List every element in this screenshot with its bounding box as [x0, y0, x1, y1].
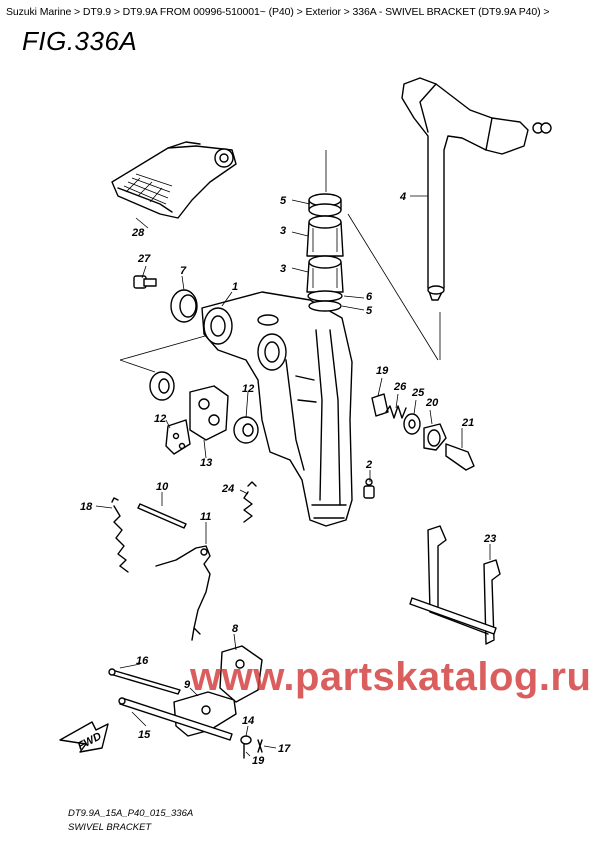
- callout-12-left[interactable]: 12: [154, 413, 166, 425]
- callout-8[interactable]: 8: [232, 623, 239, 635]
- callout-22[interactable]: 21: [461, 417, 474, 429]
- part-2-grease-nipple[interactable]: [363, 478, 375, 499]
- part-3-bushing-lower[interactable]: [306, 255, 344, 293]
- breadcrumb-link-4[interactable]: 336A - SWIVEL BRACKET (DT9.9A P40): [352, 6, 541, 18]
- callout-2[interactable]: 2: [365, 459, 372, 471]
- part-3-bushing-upper[interactable]: [306, 215, 344, 257]
- breadcrumb-link-0[interactable]: Suzuki Marine: [6, 6, 72, 18]
- callout-5-lower[interactable]: 5: [366, 305, 373, 317]
- callout-24[interactable]: 26: [393, 381, 407, 393]
- callout-25[interactable]: 23: [483, 533, 496, 545]
- callout-21[interactable]: 20: [425, 397, 439, 409]
- callout-14[interactable]: 14: [242, 715, 254, 727]
- breadcrumb-link-1[interactable]: DT9.9: [82, 6, 111, 18]
- callout-27[interactable]: 24: [221, 483, 234, 495]
- callout-5-upper[interactable]: 5: [280, 195, 287, 207]
- callout-7[interactable]: 7: [180, 265, 187, 277]
- part-20-plate[interactable]: [371, 393, 389, 417]
- callout-3-lower[interactable]: 3: [280, 263, 286, 275]
- part-1-swivel-bracket[interactable]: [201, 291, 353, 527]
- breadcrumb-separator: >: [340, 6, 353, 18]
- breadcrumb-separator: >: [293, 6, 306, 18]
- part-23-washer[interactable]: [403, 413, 421, 435]
- callout-9[interactable]: 9: [184, 679, 191, 691]
- fwd-arrow-icon: FWD: [59, 721, 109, 753]
- part-8-bracket[interactable]: [219, 645, 263, 703]
- diagram-code: DT9.9A_15A_P40_015_336A: [68, 808, 194, 819]
- breadcrumb-separator: >: [71, 6, 83, 18]
- watermark: www.partskatalog.ru: [190, 655, 592, 699]
- part-22-bolt[interactable]: [445, 443, 475, 471]
- callout-1[interactable]: 1: [232, 281, 238, 293]
- callout-15[interactable]: 15: [138, 729, 151, 741]
- part-21-knob[interactable]: [423, 423, 447, 451]
- figure-title: FIG.336A: [22, 26, 138, 56]
- leader-shaft-to-column: [325, 150, 441, 361]
- breadcrumb: Suzuki Marine > DT9.9 > DT9.9A FROM 0099…: [6, 6, 550, 18]
- breadcrumb-separator: >: [111, 6, 123, 18]
- part-7-bushing[interactable]: [170, 289, 198, 323]
- part-18-spring[interactable]: [111, 497, 129, 573]
- part-4-steering-shaft[interactable]: [401, 77, 552, 301]
- part-16-pin[interactable]: [108, 668, 181, 695]
- callout-4[interactable]: 4: [399, 191, 406, 203]
- part-17-cotter-pin[interactable]: [257, 739, 263, 753]
- callout-labels: 28 27 7 1 5 3 3 4 6 5 12 12 13 19 26 25 …: [80, 191, 496, 767]
- part-12-bushing-left[interactable]: [149, 371, 175, 401]
- part-28-clamp-handle[interactable]: [111, 141, 237, 219]
- part-5-lower-bushing[interactable]: [308, 300, 342, 312]
- callout-leaders: [95, 195, 491, 757]
- callout-20[interactable]: 19: [376, 365, 389, 377]
- part-12-bushing-right[interactable]: [233, 416, 259, 444]
- callout-23[interactable]: 25: [411, 387, 425, 399]
- callout-6[interactable]: 6: [366, 291, 373, 303]
- part-6-washer[interactable]: [307, 290, 343, 302]
- callout-16[interactable]: 16: [136, 655, 149, 667]
- callout-17[interactable]: 17: [278, 743, 291, 755]
- callout-18[interactable]: 18: [80, 501, 93, 513]
- part-14-washer[interactable]: [240, 735, 252, 745]
- breadcrumb-link-3[interactable]: Exterior: [305, 6, 341, 18]
- part-27-spring[interactable]: [243, 481, 257, 523]
- part-15-shaft[interactable]: [118, 697, 233, 741]
- part-26-bolt[interactable]: [133, 275, 157, 289]
- part-13-plate-assy[interactable]: [165, 385, 229, 455]
- callout-3-upper[interactable]: 3: [280, 225, 286, 237]
- callout-19[interactable]: 19: [252, 755, 265, 767]
- part-25-bracket[interactable]: [409, 525, 501, 645]
- callout-28[interactable]: 28: [131, 227, 145, 239]
- leader-part-13-group: [119, 335, 206, 373]
- breadcrumb-link-2[interactable]: DT9.9A FROM 00996-510001~ (P40): [122, 6, 294, 18]
- callout-26[interactable]: 27: [137, 253, 151, 265]
- callout-12-right[interactable]: 12: [242, 383, 254, 395]
- callout-10[interactable]: 10: [156, 481, 169, 493]
- diagram-name: SWIVEL BRACKET: [68, 822, 152, 833]
- part-5-upper-bushing[interactable]: [308, 193, 342, 217]
- part-11-lever[interactable]: [155, 545, 211, 641]
- callout-11[interactable]: 11: [200, 511, 211, 523]
- breadcrumb-separator: >: [540, 6, 550, 18]
- part-24-spring[interactable]: [385, 405, 407, 419]
- callout-13[interactable]: 13: [200, 457, 212, 469]
- part-10-rod[interactable]: [137, 503, 187, 529]
